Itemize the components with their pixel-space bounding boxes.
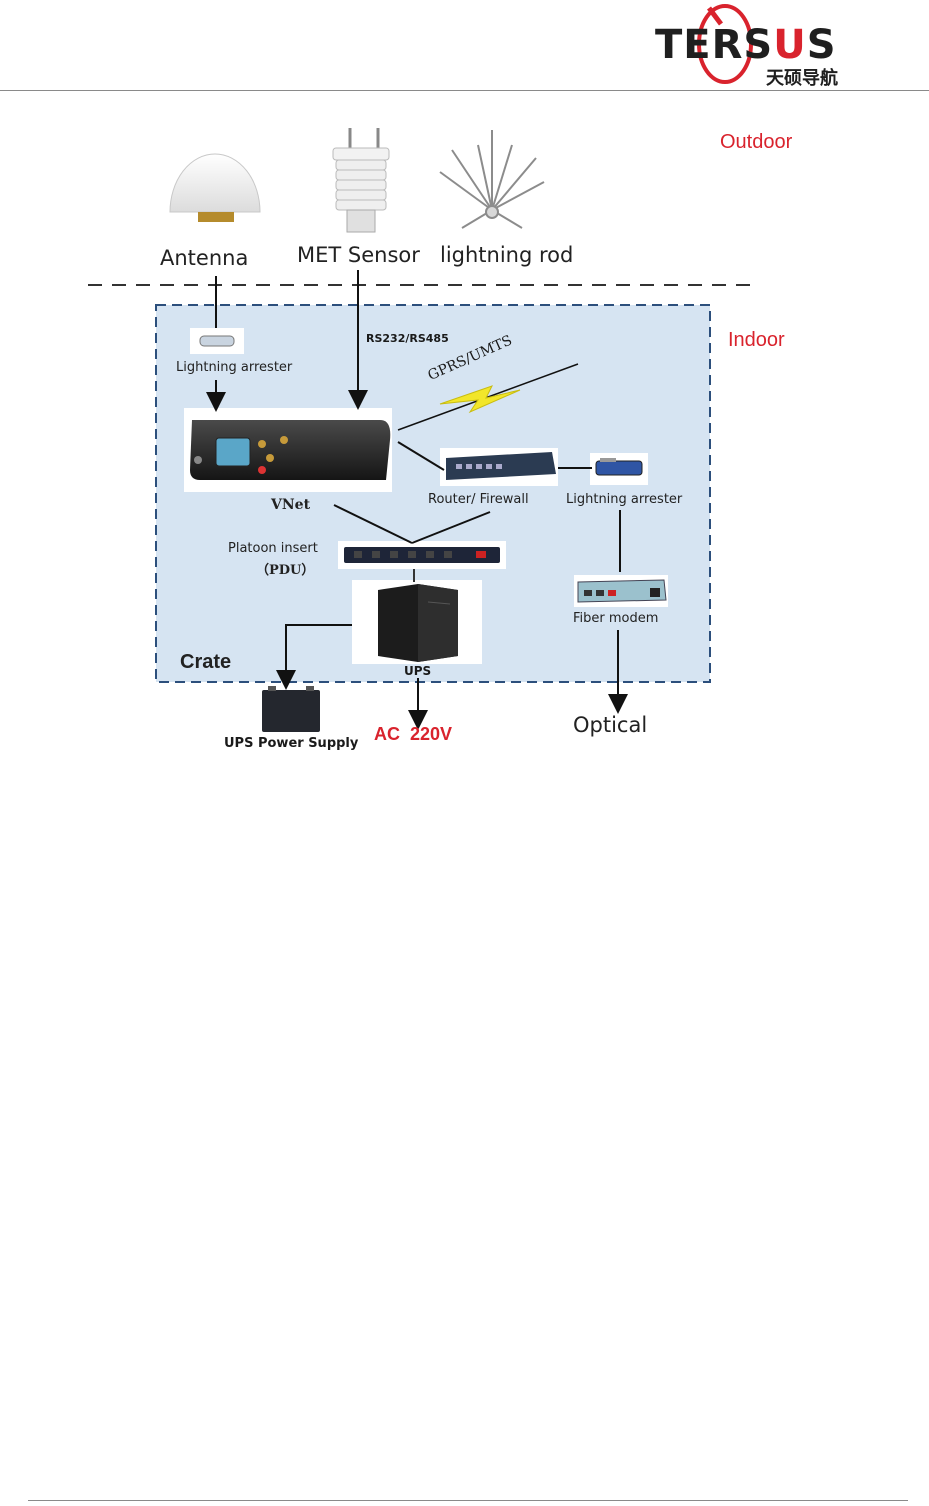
ups-power-supply-label: UPS Power Supply <box>224 736 358 751</box>
lightning-arrester-2-label: Lightning arrester <box>562 490 686 509</box>
pdu-icon <box>338 541 506 569</box>
footer-divider <box>28 1500 908 1501</box>
antenna-icon <box>168 140 264 222</box>
pdu-label: （PDU） <box>256 559 314 578</box>
ac-power-label: AC 220V <box>374 724 452 745</box>
met-sensor-label: MET Sensor <box>297 243 420 267</box>
serial-link-label: RS232/RS485 <box>366 332 449 345</box>
ups-icon <box>352 580 482 664</box>
lightning-arrester-1-label: Lightning arrester <box>172 358 296 377</box>
lightning-rod-label: lightning rod <box>440 243 573 267</box>
router-firewall-icon <box>440 448 558 486</box>
lightning-arrester-1-icon <box>190 328 244 354</box>
ups-battery-icon <box>262 686 320 732</box>
vnet-label: VNet <box>271 497 310 513</box>
vnet-receiver-icon <box>184 408 392 492</box>
ups-label: UPS <box>404 664 431 678</box>
optical-label: Optical <box>573 713 647 737</box>
network-diagram <box>0 0 929 780</box>
crate-label: Crate <box>180 651 231 674</box>
fiber-modem-icon <box>574 575 668 607</box>
met-sensor-icon <box>333 128 389 232</box>
antenna-label: Antenna <box>160 246 248 270</box>
lightning-rod-icon <box>440 130 544 228</box>
lightning-arrester-2-icon <box>590 453 648 485</box>
router-firewall-label: Router/ Firewall <box>424 490 533 509</box>
fiber-modem-label: Fiber modem <box>569 609 662 628</box>
platoon-insert-label: Platoon insert <box>224 539 322 558</box>
